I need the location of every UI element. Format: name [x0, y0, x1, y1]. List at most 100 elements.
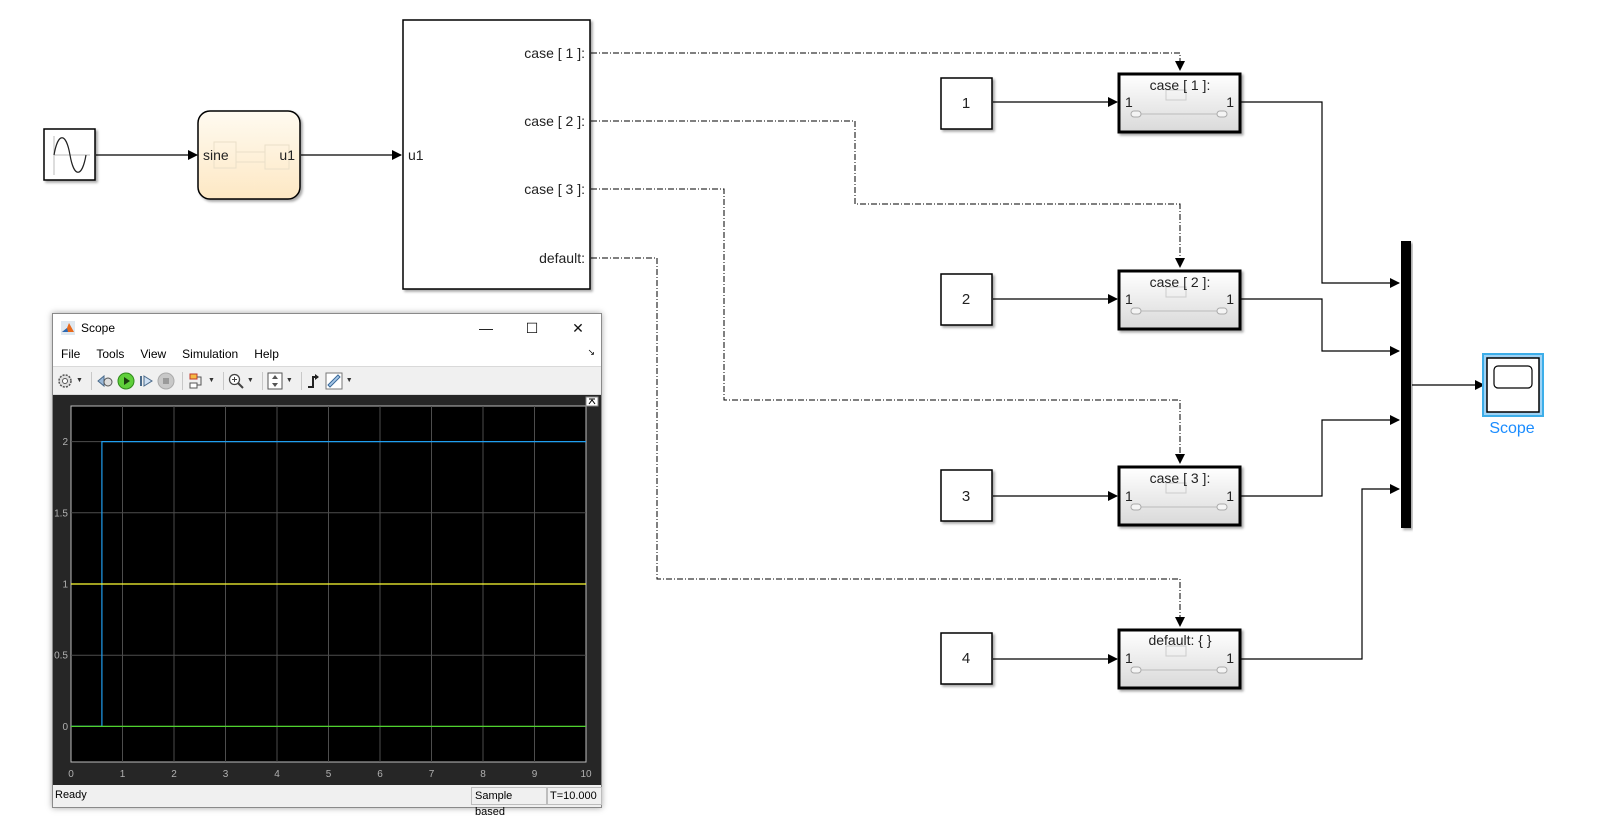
- step-back-icon[interactable]: [96, 371, 114, 391]
- window-title: Scope: [81, 321, 116, 335]
- x-tick-label: 2: [171, 769, 177, 780]
- status-text: Ready: [55, 789, 87, 801]
- simulation-time: T=10.000: [546, 787, 602, 805]
- subsystem-out-port: 1: [1226, 650, 1234, 666]
- subsystem-label: case [ 2 ]:: [1150, 274, 1211, 290]
- toolbar-separator: [300, 371, 302, 390]
- y-tick-label: 1.5: [54, 508, 68, 519]
- x-tick-label: 1: [120, 769, 126, 780]
- step-forward-icon[interactable]: [138, 371, 154, 391]
- stateflow-chart-block[interactable]: sine u1: [197, 110, 301, 200]
- subsystem-in-port: 1: [1125, 94, 1133, 110]
- scope-window[interactable]: Scope — ☐ ✕ File Tools View Simulation H…: [52, 313, 602, 818]
- y-tick-label: 2: [62, 437, 68, 448]
- switch-case-block[interactable]: u1 case [ 1 ]: case [ 2 ]: case [ 3 ]: d…: [402, 19, 591, 290]
- constant-block-2[interactable]: 2: [940, 273, 993, 326]
- signal-line-sub2-to-mux[interactable]: [1241, 298, 1400, 356]
- switch-case-output-default: default:: [539, 250, 585, 266]
- menu-simulation[interactable]: Simulation: [182, 347, 239, 361]
- measurements-dropdown[interactable]: ▼: [345, 377, 353, 384]
- signal-line-sub4-to-mux[interactable]: [1241, 484, 1400, 660]
- settings-dropdown[interactable]: ▼: [76, 377, 83, 384]
- action-line-case-1[interactable]: [591, 52, 1185, 71]
- minimize-button[interactable]: —: [479, 320, 493, 336]
- constant-value: 2: [962, 291, 970, 308]
- x-tick-label: 6: [377, 769, 383, 780]
- subsystem-in-port: 1: [1125, 650, 1133, 666]
- scope-block[interactable]: Scope: [1482, 353, 1544, 437]
- scope-toolbar: ▼ ▼ ▼ ▼: [53, 366, 601, 395]
- settings-icon[interactable]: [57, 371, 73, 391]
- mux-block[interactable]: [1401, 241, 1411, 528]
- menu-tools[interactable]: Tools: [96, 347, 125, 361]
- switch-case-output-1: case [ 1 ]:: [524, 45, 585, 61]
- toolbar-separator: [222, 371, 224, 390]
- y-tick-label: 0: [62, 722, 68, 733]
- scope-block-label: Scope: [1489, 420, 1534, 437]
- x-tick-label: 5: [326, 769, 332, 780]
- scope-titlebar[interactable]: Scope — ☐ ✕: [53, 314, 601, 342]
- action-line-case-2[interactable]: [591, 120, 1185, 268]
- menu-view[interactable]: View: [140, 347, 167, 361]
- subsystem-label: case [ 1 ]:: [1150, 77, 1211, 93]
- zoom-dropdown[interactable]: ▼: [246, 377, 254, 384]
- subsystem-out-port: 1: [1226, 291, 1234, 307]
- signal-line-sub1-to-mux[interactable]: [1241, 101, 1400, 288]
- x-tick-label: 8: [480, 769, 486, 780]
- y-tick-label: 0.5: [54, 651, 68, 662]
- undock-icon[interactable]: ↘: [587, 347, 595, 357]
- scale-axes-icon[interactable]: [267, 371, 283, 391]
- toolbar-separator: [261, 371, 263, 390]
- x-tick-label: 7: [429, 769, 435, 780]
- subsystem-label: case [ 3 ]:: [1150, 470, 1211, 486]
- action-subsystem-default[interactable]: default: { } 1 1: [1117, 628, 1242, 690]
- menu-file[interactable]: File: [61, 347, 81, 361]
- y-tick-label: 1: [62, 580, 68, 591]
- switch-case-input-label: u1: [408, 147, 424, 163]
- highlight-simulink-block-icon[interactable]: [187, 371, 205, 391]
- x-tick-label: 0: [68, 769, 74, 780]
- sample-mode: Sample based: [471, 787, 548, 818]
- subsystem-out-port: 1: [1226, 488, 1234, 504]
- expand-axes-button[interactable]: [585, 396, 599, 407]
- signal-line-sub3-to-mux[interactable]: [1241, 415, 1400, 497]
- matlab-logo-icon: [61, 321, 75, 335]
- constant-block-3[interactable]: 3: [940, 469, 993, 522]
- highlight-dropdown[interactable]: ▼: [207, 377, 215, 384]
- action-subsystem-case-2[interactable]: case [ 2 ]: 1 1: [1117, 269, 1242, 331]
- sine-wave-icon: [53, 136, 90, 175]
- constant-block-1[interactable]: 1: [940, 77, 993, 130]
- toolbar-separator: [181, 371, 183, 390]
- action-line-case-3[interactable]: [591, 188, 1185, 464]
- toolbar-separator: [90, 371, 92, 390]
- switch-case-output-2: case [ 2 ]:: [524, 113, 585, 129]
- constant-value: 4: [962, 650, 970, 667]
- run-icon[interactable]: [117, 371, 135, 391]
- measurements-icon[interactable]: [325, 371, 343, 391]
- subsystem-in-port: 1: [1125, 488, 1133, 504]
- chart-input-label: sine: [203, 147, 229, 163]
- action-line-default[interactable]: [591, 257, 1185, 627]
- action-subsystem-case-3[interactable]: case [ 3 ]: 1 1: [1117, 465, 1242, 527]
- sine-wave-block[interactable]: [43, 128, 96, 181]
- scope-screen-icon: [1493, 365, 1533, 389]
- stop-icon[interactable]: [157, 371, 175, 391]
- constant-value: 3: [962, 488, 970, 505]
- constant-block-4[interactable]: 4: [940, 632, 993, 685]
- subsystem-in-port: 1: [1125, 291, 1133, 307]
- close-button[interactable]: ✕: [572, 319, 584, 336]
- status-bar: Ready Sample based T=10.000: [53, 785, 602, 818]
- subsystem-out-port: 1: [1226, 94, 1234, 110]
- action-subsystem-case-1[interactable]: case [ 1 ]: 1 1: [1117, 72, 1242, 134]
- chart-output-label: u1: [279, 147, 295, 163]
- scale-axes-dropdown[interactable]: ▼: [285, 377, 293, 384]
- expand-icon: [588, 398, 596, 405]
- triggers-icon[interactable]: [306, 371, 322, 391]
- zoom-in-icon[interactable]: [228, 371, 244, 391]
- menu-help[interactable]: Help: [254, 347, 279, 361]
- x-tick-label: 10: [580, 769, 592, 780]
- maximize-button[interactable]: ☐: [525, 319, 539, 336]
- constant-value: 1: [962, 95, 970, 112]
